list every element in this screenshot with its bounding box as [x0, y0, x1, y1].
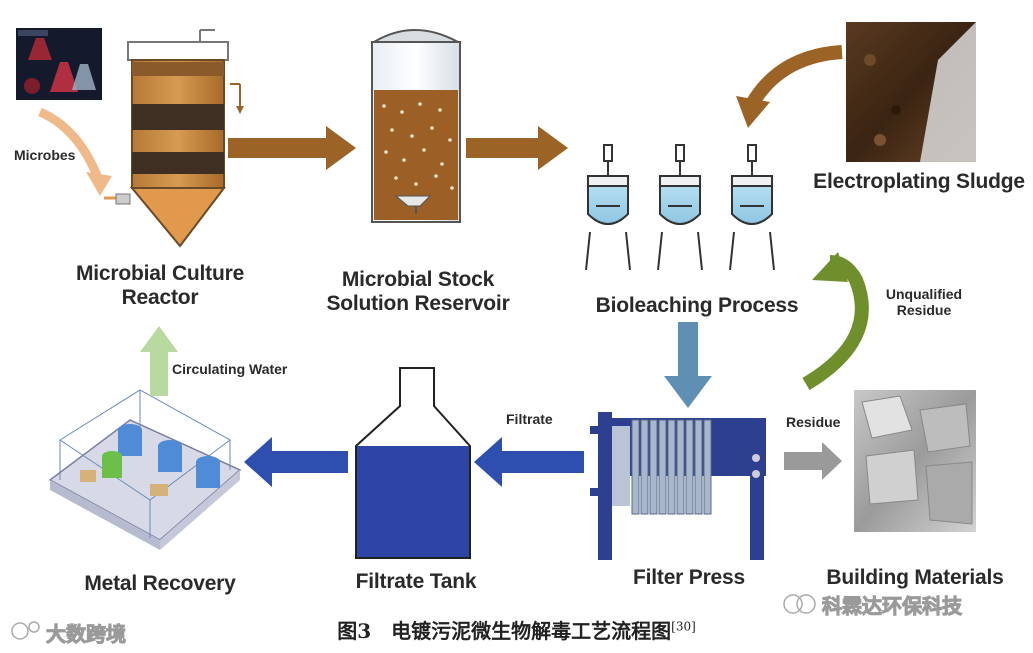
reactor-label: Microbial Culture Reactor [72, 262, 248, 310]
circulating-water-arrow [140, 326, 178, 396]
microbial-culture-reactor [104, 29, 244, 248]
reactor-to-stock-arrow [228, 126, 356, 170]
unqualified-line2: Residue [896, 302, 952, 319]
sludge-label: Electroplating Sludge [813, 170, 1025, 193]
watermark-right: 科霖达环保科技 [822, 594, 963, 619]
metal-recovery-plant [48, 389, 242, 550]
watermark-left: 大数跨境 [46, 622, 127, 647]
caption-reference: [30] [671, 619, 696, 634]
watermark-logo-right [783, 594, 816, 614]
stock-label-line2: Solution Reservoir [326, 292, 510, 316]
filter-press [590, 412, 766, 560]
electroplating-sludge-image [846, 22, 976, 162]
microbes-arrow [38, 107, 103, 180]
lab-flasks-image [16, 28, 102, 100]
figure-caption: 图3 电镀污泥微生物解毒工艺流程图[30] [0, 615, 1033, 644]
watermark-logo-left [11, 621, 40, 640]
microbes-label: Microbes [14, 147, 76, 163]
filtrate-label: Filtrate [506, 411, 553, 427]
stock-to-bioleaching-arrow [466, 126, 568, 170]
filter-press-label: Filter Press [633, 566, 745, 589]
residue-arrow [784, 442, 842, 480]
circulating-water-label: Circulating Water [172, 361, 288, 377]
tank-to-metal-recovery-arrow [244, 437, 348, 487]
metal-recovery-label: Metal Recovery [84, 572, 236, 595]
filtrate-tank-label: Filtrate Tank [355, 570, 477, 593]
reactor-label-line1: Microbial Culture [75, 262, 245, 285]
bioleaching-label: Bioleaching Process [595, 294, 799, 317]
building-materials-label: Building Materials [826, 566, 1004, 589]
caption-text: 图3 电镀污泥微生物解毒工艺流程图 [337, 619, 672, 643]
stock-solution-reservoir [370, 29, 461, 223]
building-materials-image [854, 390, 976, 532]
sludge-to-bioleaching-arrow [745, 45, 843, 108]
residue-label: Residue [786, 414, 841, 430]
stock-reservoir-label: Microbial Stock Solution Reservoir [318, 268, 518, 316]
stock-label-line1: Microbial Stock [341, 268, 495, 291]
bioleaching-to-filter-arrow [664, 322, 712, 408]
filtrate-tank [355, 367, 471, 559]
bioleaching-tanks [585, 144, 775, 271]
reactor-label-line2: Reactor [121, 286, 199, 310]
unqualified-line1: Unqualified [885, 286, 963, 302]
reservoir-bubbles [382, 102, 454, 190]
unqualified-residue-label: Unqualified Residue [874, 286, 974, 318]
filter-to-tank-arrow [474, 437, 584, 487]
